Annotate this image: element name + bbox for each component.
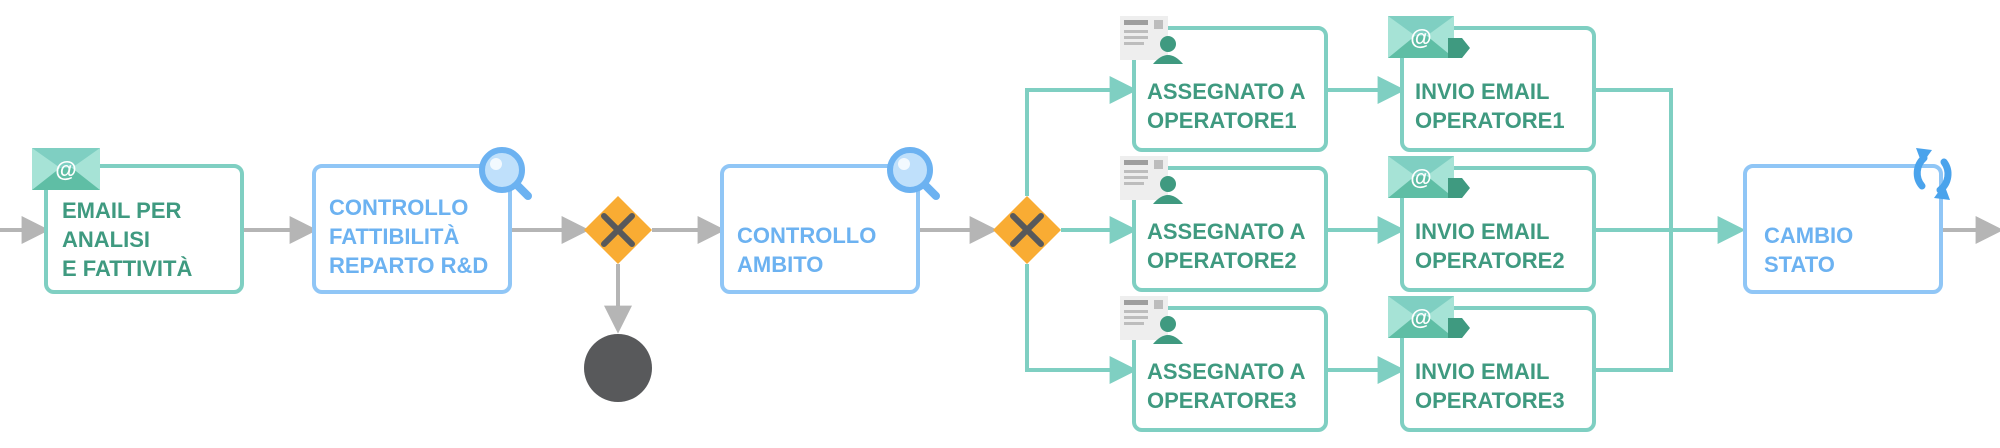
task-invio-2[interactable]: INVIO EMAIL OPERATORE2 @	[1388, 156, 1596, 292]
task-controllo-ambito-label: CONTROLLO AMBITO	[737, 223, 882, 277]
task-controllo-ambito[interactable]: CONTROLLO AMBITO	[720, 147, 940, 294]
task-email-analisi[interactable]: EMAIL PER ANALISI E FATTIVITÀ @	[32, 148, 244, 294]
task-assegnato-1[interactable]: ASSEGNATO A OPERATORE1	[1120, 16, 1328, 152]
task-invio-3-label: INVIO EMAIL OPERATORE3	[1415, 359, 1565, 413]
gateway-exclusive-1	[584, 196, 652, 264]
task-invio-1[interactable]: INVIO EMAIL OPERATORE1 @	[1388, 16, 1596, 152]
flow-gateway2-to-assegnato1	[1025, 76, 1138, 196]
end-event	[584, 334, 652, 402]
connectors-branches	[1025, 76, 1746, 384]
send-email-icon: @	[1388, 156, 1470, 198]
task-assegnato-3[interactable]: ASSEGNATO A OPERATORE3	[1120, 296, 1328, 432]
gateway-exclusive-2	[993, 196, 1061, 264]
task-cambio-stato-label: CAMBIO STATO	[1764, 223, 1859, 277]
task-email-analisi-label: EMAIL PER ANALISI E FATTIVITÀ	[62, 198, 192, 281]
email-icon: @	[32, 148, 100, 190]
send-email-icon: @	[1388, 296, 1470, 338]
task-controllo-fattibilita-label: CONTROLLO FATTIBILITÀ REPARTO R&D	[329, 195, 488, 278]
user-task-icon	[1120, 296, 1183, 344]
task-assegnato-2-label: ASSEGNATO A OPERATORE2	[1147, 219, 1311, 273]
magnifier-icon	[479, 147, 532, 200]
svg-text:@: @	[55, 157, 76, 182]
svg-text:@: @	[1410, 305, 1431, 330]
task-invio-1-label: INVIO EMAIL OPERATORE1	[1415, 79, 1565, 133]
user-task-icon	[1120, 16, 1183, 64]
task-invio-2-label: INVIO EMAIL OPERATORE2	[1415, 219, 1565, 273]
task-invio-3[interactable]: INVIO EMAIL OPERATORE3 @	[1388, 296, 1596, 432]
magnifier-icon	[887, 147, 940, 200]
refresh-icon	[1913, 148, 1952, 200]
svg-text:@: @	[1410, 165, 1431, 190]
connectors-main	[0, 216, 2000, 334]
send-email-icon: @	[1388, 16, 1470, 58]
task-assegnato-3-label: ASSEGNATO A OPERATORE3	[1147, 359, 1311, 413]
task-controllo-fattibilita[interactable]: CONTROLLO FATTIBILITÀ REPARTO R&D	[312, 147, 532, 294]
user-task-icon	[1120, 156, 1183, 204]
task-cambio-stato[interactable]: CAMBIO STATO	[1743, 148, 1952, 294]
task-assegnato-1-label: ASSEGNATO A OPERATORE1	[1147, 79, 1311, 133]
task-assegnato-2[interactable]: ASSEGNATO A OPERATORE2	[1120, 156, 1328, 292]
flow-gateway2-to-assegnato3	[1025, 264, 1138, 384]
svg-text:@: @	[1410, 25, 1431, 50]
